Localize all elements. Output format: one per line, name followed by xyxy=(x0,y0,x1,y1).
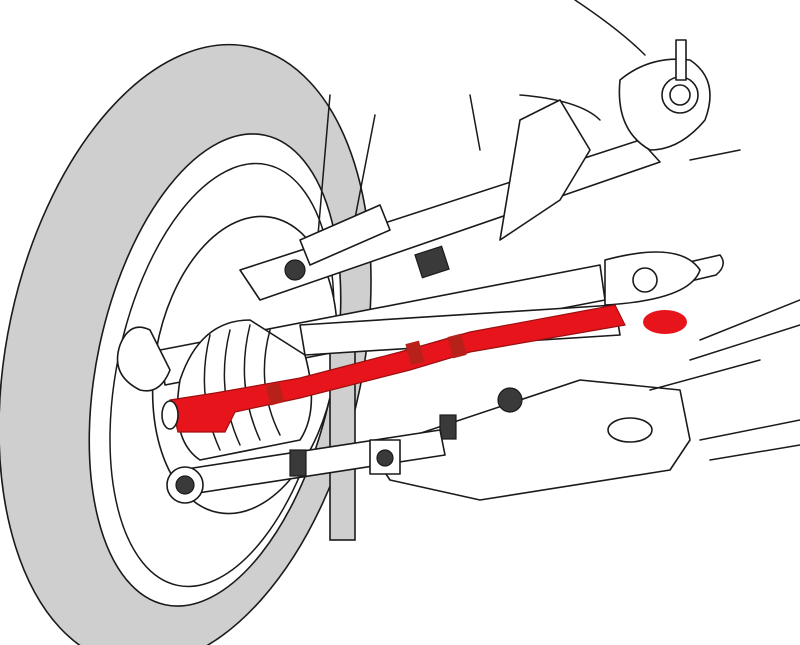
shock-mount xyxy=(499,39,711,241)
toe-arm xyxy=(161,304,687,433)
brake-rotor xyxy=(329,329,356,541)
drive-axle xyxy=(299,304,621,356)
lower-link xyxy=(166,429,446,504)
subframe xyxy=(649,299,800,461)
lower-control-arm xyxy=(369,379,691,501)
